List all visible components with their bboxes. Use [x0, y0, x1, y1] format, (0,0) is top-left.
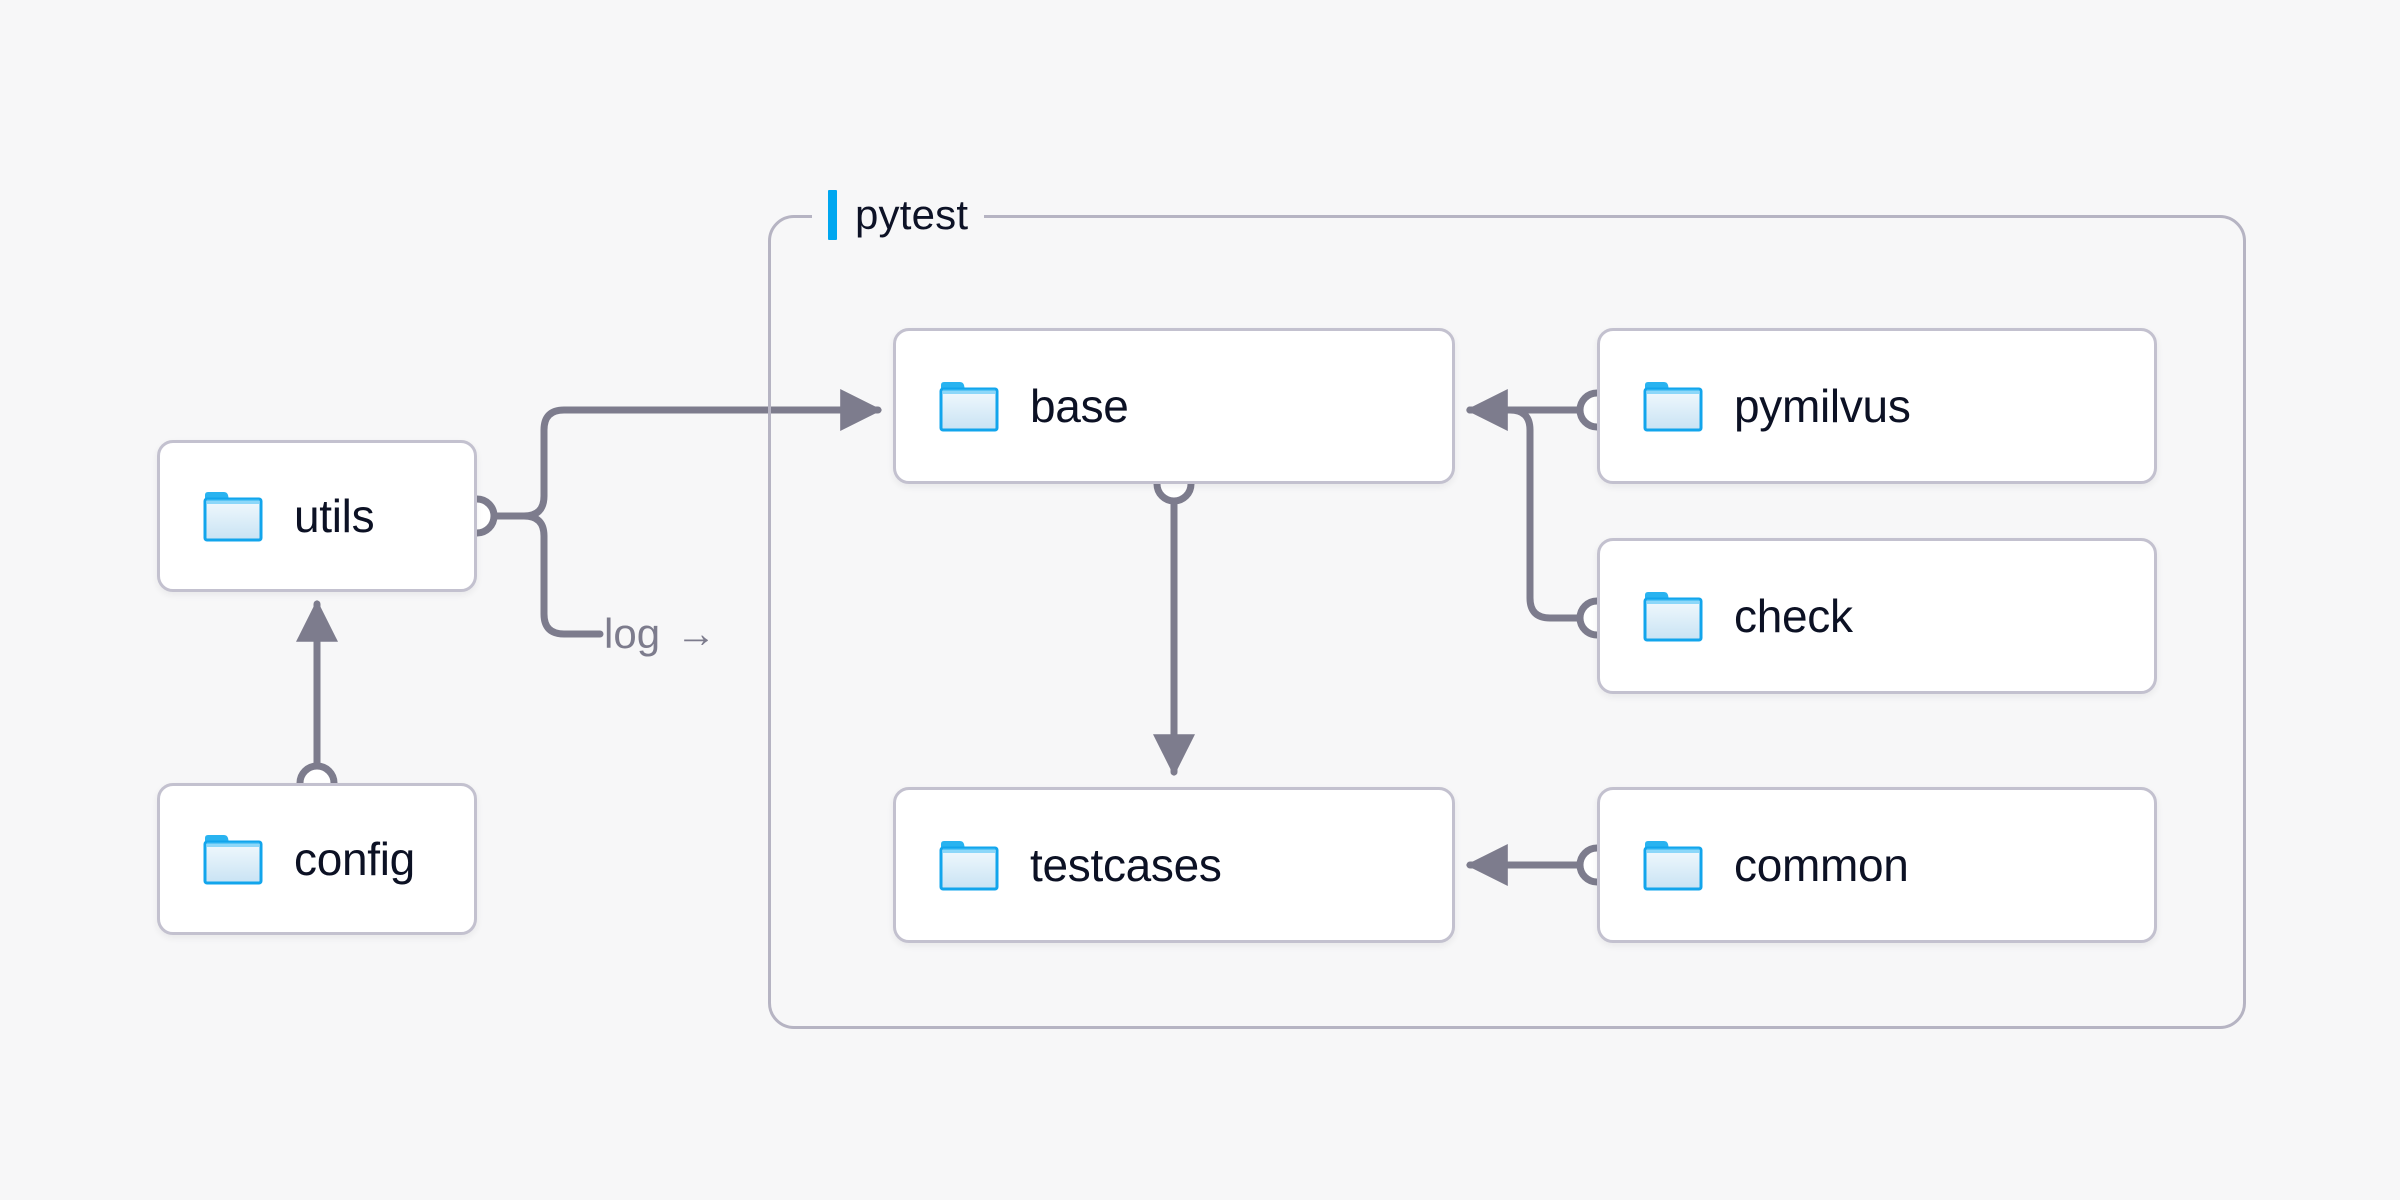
- node-label-testcases: testcases: [1030, 839, 1222, 891]
- node-config[interactable]: config: [157, 783, 477, 935]
- node-pymilvus[interactable]: pymilvus: [1597, 328, 2157, 484]
- node-label-common: common: [1734, 839, 1909, 891]
- group-label-pytest: pytest: [812, 186, 985, 244]
- folder-icon: [939, 382, 999, 432]
- node-check[interactable]: check: [1597, 538, 2157, 694]
- group-label-text: pytest: [855, 191, 969, 238]
- folder-icon: [203, 492, 263, 542]
- node-testcases[interactable]: testcases: [893, 787, 1455, 943]
- node-label-pymilvus: pymilvus: [1734, 380, 1911, 432]
- arrow-right-icon: →: [676, 612, 717, 656]
- node-label-check: check: [1734, 590, 1853, 642]
- group-accent-bar: [828, 190, 837, 240]
- folder-icon: [1643, 592, 1703, 642]
- node-label-utils: utils: [294, 490, 375, 542]
- edge-label-log: log →: [604, 610, 716, 658]
- node-common[interactable]: common: [1597, 787, 2157, 943]
- edge-label-log-text: log: [604, 610, 661, 657]
- node-base[interactable]: base: [893, 328, 1455, 484]
- folder-icon: [939, 841, 999, 891]
- folder-icon: [1643, 382, 1703, 432]
- folder-icon: [1643, 841, 1703, 891]
- group-container-pytest: [768, 215, 2246, 1029]
- folder-icon: [203, 835, 263, 885]
- node-label-base: base: [1030, 380, 1129, 432]
- edge-utils-to-log: [520, 512, 604, 638]
- node-label-config: config: [294, 833, 415, 885]
- node-utils[interactable]: utils: [157, 440, 477, 592]
